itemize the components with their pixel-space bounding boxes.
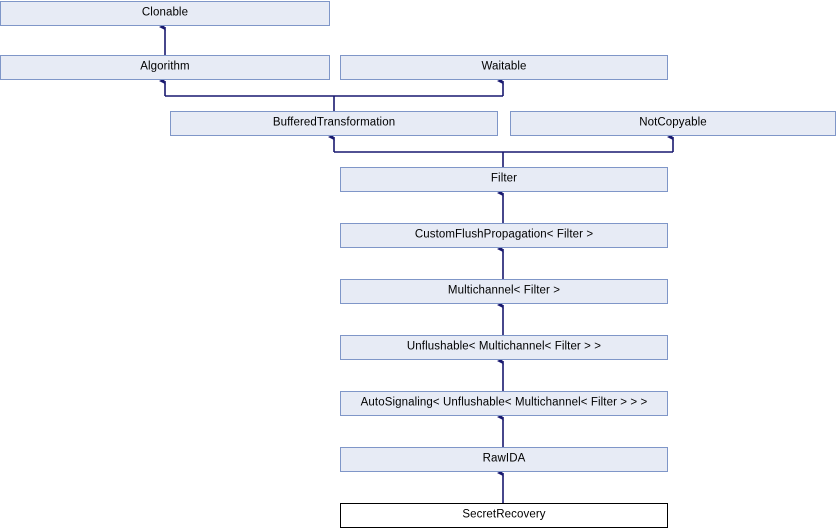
class-node-label: Multichannel< Filter >	[447, 284, 561, 297]
class-node-label: RawIDA	[482, 452, 526, 465]
class-node-label: Algorithm	[140, 60, 190, 73]
class-node-customflushpropagation[interactable]: CustomFlushPropagation< Filter >	[340, 223, 668, 248]
class-node-label: BufferedTransformation	[272, 116, 396, 129]
class-node-label: Waitable	[481, 60, 527, 73]
class-node-autosignaling[interactable]: AutoSignaling< Unflushable< Multichannel…	[340, 391, 668, 416]
class-node-label: NotCopyable	[639, 116, 707, 129]
class-node-bufferedtransformation[interactable]: BufferedTransformation	[170, 111, 498, 136]
class-node-label: SecretRecovery	[462, 508, 546, 521]
class-node-clonable[interactable]: Clonable	[0, 1, 330, 26]
class-node-label: Unflushable< Multichannel< Filter > >	[406, 340, 602, 353]
class-node-label: Clonable	[141, 6, 189, 19]
class-node-unflushable[interactable]: Unflushable< Multichannel< Filter > >	[340, 335, 668, 360]
class-node-waitable[interactable]: Waitable	[340, 55, 668, 80]
class-node-rawida[interactable]: RawIDA	[340, 447, 668, 472]
class-node-secretrecovery[interactable]: SecretRecovery	[340, 503, 668, 528]
class-node-label: AutoSignaling< Unflushable< Multichannel…	[360, 396, 648, 409]
class-node-label: CustomFlushPropagation< Filter >	[414, 228, 594, 241]
class-node-filter[interactable]: Filter	[340, 167, 668, 192]
class-node-label: Filter	[490, 172, 518, 185]
class-node-multichannel[interactable]: Multichannel< Filter >	[340, 279, 668, 304]
class-node-notcopyable[interactable]: NotCopyable	[510, 111, 836, 136]
class-node-algorithm[interactable]: Algorithm	[0, 55, 330, 80]
